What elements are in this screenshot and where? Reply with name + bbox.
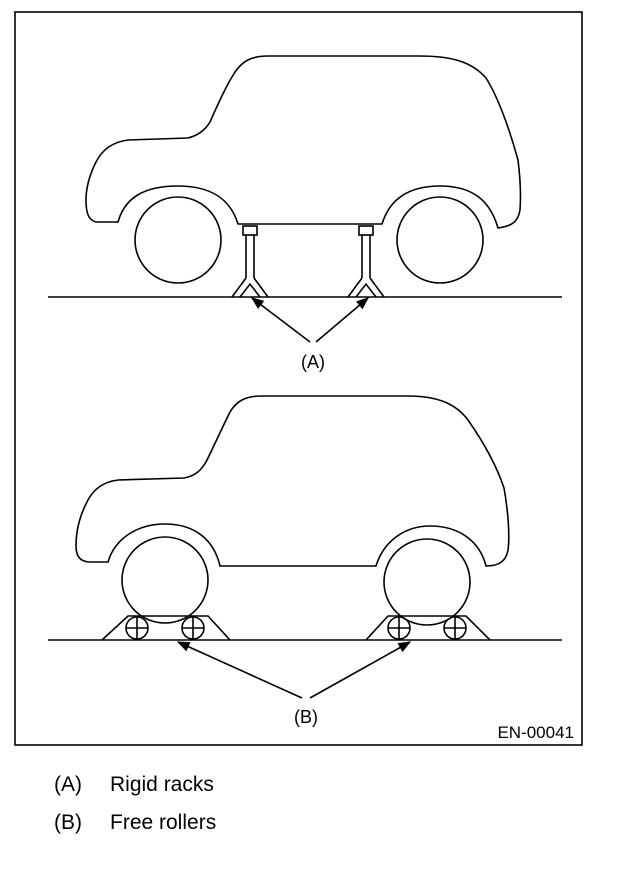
wheel-front-top xyxy=(134,196,222,284)
roller-4 xyxy=(443,616,467,640)
car-on-free-rollers xyxy=(48,395,562,699)
arrow-a-right xyxy=(315,297,369,343)
car-on-rigid-racks xyxy=(48,55,562,343)
rigid-rack-right xyxy=(347,225,385,298)
figure-frame xyxy=(14,11,583,746)
wheel-rear-top xyxy=(396,196,484,284)
legend-key: (B) xyxy=(54,811,82,834)
arrow-b-right xyxy=(309,641,412,699)
rigid-rack-left xyxy=(231,225,269,298)
legend-text: Free rollers xyxy=(110,811,217,834)
callout-a-label: (A) xyxy=(301,352,325,372)
car-body-bottom xyxy=(75,395,510,567)
legend-text: Rigid racks xyxy=(110,773,214,796)
roller-base-left xyxy=(101,615,231,641)
wheel-rear-bottom xyxy=(383,538,471,626)
roller-2 xyxy=(181,616,205,640)
callout-b-label: (B) xyxy=(294,707,318,727)
roller-1 xyxy=(125,616,149,640)
figure-id: EN-00041 xyxy=(497,723,574,742)
roller-3 xyxy=(387,616,411,640)
legend-item-free-rollers: (B) Free rollers xyxy=(54,811,216,835)
legend-key: (A) xyxy=(54,773,82,796)
legend-item-rigid-racks: (A) Rigid racks xyxy=(54,773,214,797)
roller-base-right xyxy=(365,615,491,641)
diagram-figure: (A) (B) EN-00041 xyxy=(14,11,583,746)
arrow-a-left xyxy=(250,297,311,343)
wheel-front-bottom xyxy=(121,536,209,624)
arrow-b-left xyxy=(176,641,303,699)
car-body-top xyxy=(85,55,522,229)
